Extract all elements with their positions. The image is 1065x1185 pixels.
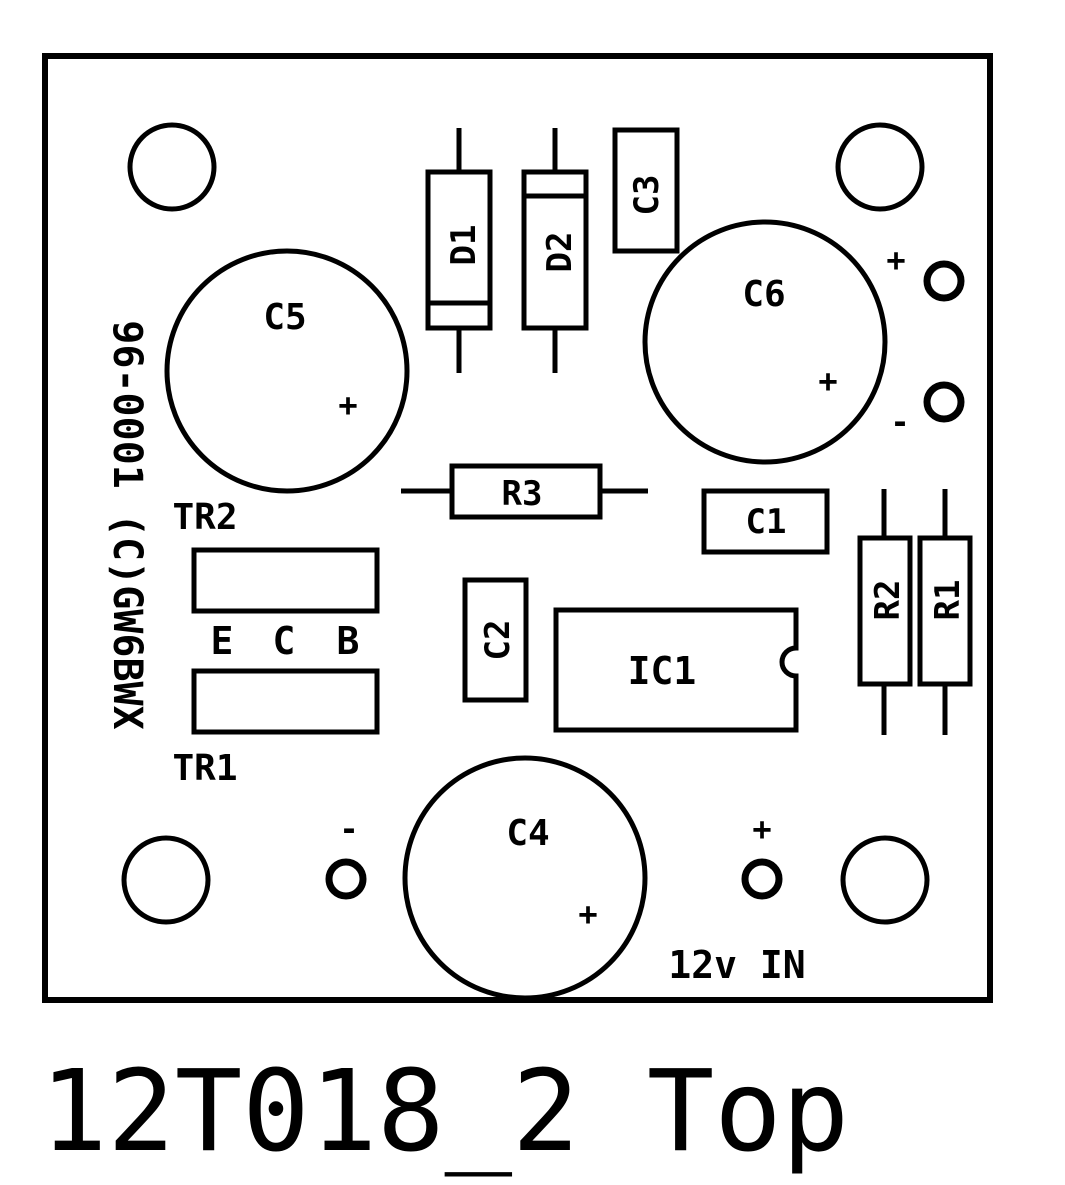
mounting-hole-bottom-right (840, 835, 930, 925)
transistor-tr1: TR1 (172, 668, 380, 789)
c4-plus-sign: + (578, 895, 597, 933)
diode-d2: D2 (521, 128, 589, 373)
mounting-hole-top-left (127, 122, 217, 212)
board-title: 12T018_2 Top (40, 1047, 849, 1177)
resistor-r3: R3 (401, 463, 648, 520)
diode-d1: D1 (425, 128, 493, 373)
pad-minus-input (325, 858, 367, 900)
pin-e-label: E (211, 619, 234, 663)
transistor-tr2: TR2 (172, 497, 380, 614)
output-pads: + - (886, 241, 965, 441)
mounting-hole-bottom-left (121, 835, 211, 925)
ic-ic1: IC1 (553, 607, 799, 733)
input-pads: - + (325, 810, 783, 900)
pad-minus-right-sign: - (890, 403, 909, 441)
d2-label: D2 (540, 232, 580, 273)
d1-label: D1 (444, 225, 484, 266)
resistor-r1: R1 (917, 489, 973, 735)
capacitor-c6: C6 + (642, 219, 888, 465)
c2-label: C2 (478, 620, 518, 661)
pad-plus-right-sign: + (886, 241, 905, 279)
pad-minus-input-sign: - (339, 810, 358, 848)
capacitor-c5: C5 + (164, 248, 410, 494)
pin-b-label: B (337, 619, 360, 663)
c1-label: C1 (746, 502, 787, 542)
transistor-pin-labels: E C B (211, 619, 360, 663)
pad-plus-input-sign: + (752, 810, 771, 848)
power-input-label: 12v IN (668, 943, 805, 987)
c6-plus-sign: + (818, 362, 837, 400)
tr2-label: TR2 (172, 497, 237, 538)
tr1-label: TR1 (172, 748, 237, 789)
capacitor-c2: C2 (462, 577, 529, 703)
ic1-label: IC1 (628, 649, 697, 693)
mounting-hole-top-right (835, 122, 925, 212)
c4-label: C4 (506, 813, 549, 854)
resistor-r2: R2 (857, 489, 913, 735)
pad-minus-right (923, 381, 965, 423)
pad-plus-input (741, 858, 783, 900)
c3-label: C3 (627, 175, 667, 216)
r1-label: R1 (928, 580, 968, 621)
pad-plus-right (923, 260, 965, 302)
pin-c-label: C (273, 619, 296, 663)
c5-label: C5 (263, 297, 306, 338)
c5-plus-sign: + (338, 386, 357, 424)
capacitor-c3: C3 (612, 127, 680, 254)
credit-text: 96-0001 (C)GW6BWX (104, 320, 150, 729)
r2-label: R2 (868, 580, 908, 621)
capacitor-c4: C4 + (402, 755, 648, 1001)
capacitor-c1: C1 (701, 488, 830, 555)
r3-label: R3 (502, 474, 543, 514)
c6-label: C6 (742, 274, 785, 315)
